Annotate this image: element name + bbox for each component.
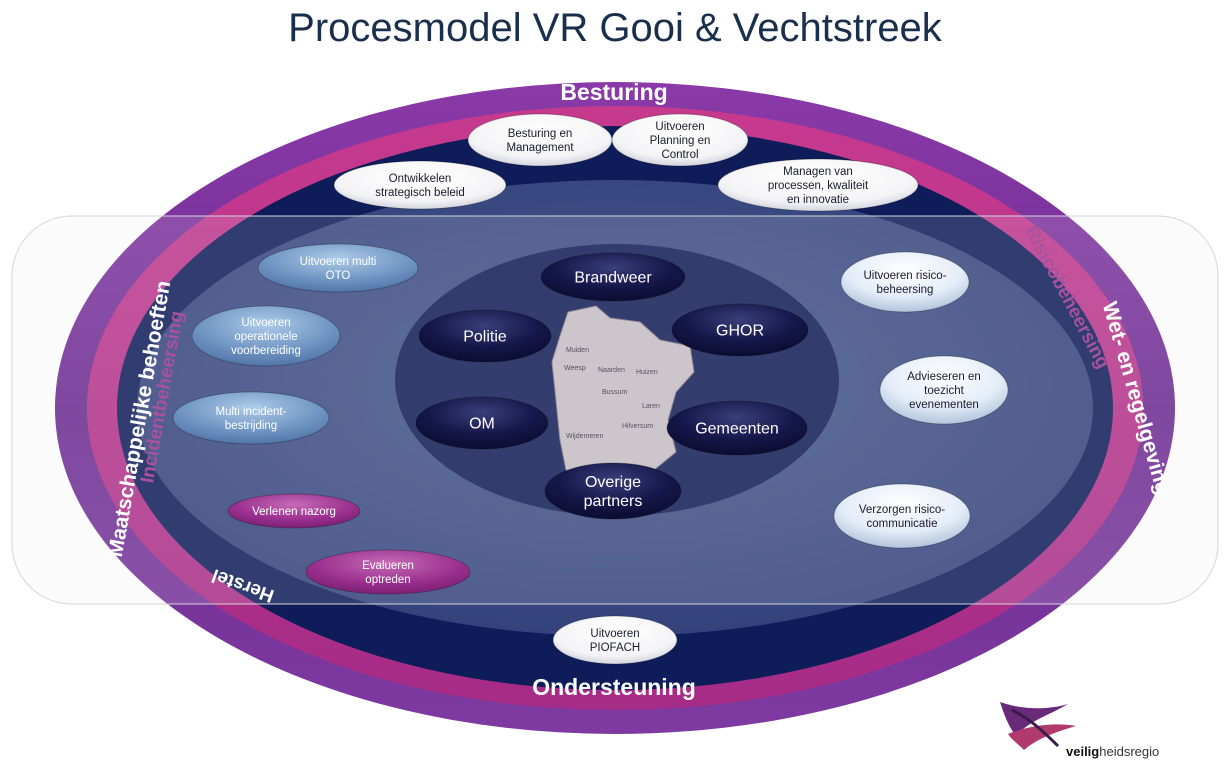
incident-oval-shape <box>191 305 341 367</box>
partner-oval-label: Gemeenten <box>695 421 779 438</box>
herstel-oval: Verlenen nazorg <box>227 493 361 529</box>
partner-oval-label: GHOR <box>716 323 764 340</box>
incident-oval-label: bestrijding <box>225 420 277 432</box>
risico-oval: Advieseren en toezicht evenementen <box>879 355 1009 425</box>
logo-swoosh-icon <box>1000 702 1068 736</box>
partner-oval-shape <box>418 309 552 363</box>
risico-oval-label: Advieseren en <box>907 371 981 383</box>
incident-oval-label: Uitvoeren <box>241 317 290 329</box>
besturing-oval-label: Control <box>661 149 698 161</box>
besturing-oval-label: processen, kwaliteit <box>768 180 869 192</box>
besturing-oval-label: Uitvoeren <box>655 121 704 133</box>
map-labels: Muiden Weesp Naarden Huizen Bussum Laren… <box>564 347 660 440</box>
logo-text: veiligheidsregio <box>1066 744 1159 759</box>
ring-label-ondersteuning: Ondersteuning <box>532 674 696 700</box>
region-map <box>551 305 695 479</box>
map-label-hilversum: Hilversum <box>622 423 653 430</box>
risico-oval-label: toezicht <box>924 385 964 397</box>
partner-oval: Gemeenten <box>666 400 808 456</box>
risico-oval-label: evenementen <box>909 399 979 411</box>
risico-oval-label: Uitvoeren risico- <box>863 270 946 282</box>
partner-oval-shape <box>544 462 682 520</box>
besturing-oval-label: Ontwikkelen <box>389 173 452 185</box>
besturing-oval-shape <box>611 113 749 167</box>
herstel-oval-shape <box>305 549 471 595</box>
map-label-wijdemeren: Wijdemeren <box>566 433 603 440</box>
besturing-oval: Ontwikkelen strategisch beleid <box>333 160 507 210</box>
incident-oval: Multi incident-bestrijding <box>172 391 330 445</box>
partner-oval-label: Politie <box>463 329 507 346</box>
partner-oval-label: Brandweer <box>574 270 652 287</box>
herstel-oval: Evalueren optreden <box>305 549 471 595</box>
incident-oval-label: Uitvoeren multi <box>300 256 377 268</box>
besturing-oval-shape <box>717 158 919 212</box>
incident-oval-label: OTO <box>326 270 351 282</box>
herstel-oval-shape <box>227 493 361 529</box>
ring-label-besturing: Besturing <box>560 79 667 105</box>
besturing-oval-label: Besturing en <box>508 128 573 140</box>
risico-oval-shape <box>840 251 970 313</box>
logo-text-rest: heidsregio <box>1099 744 1160 759</box>
map-label-bussum: Bussum <box>602 389 627 396</box>
herstel-oval-label: optreden <box>365 574 410 586</box>
partner-oval-shape <box>415 396 549 450</box>
risico-oval: Uitvoeren risico-beheersing <box>840 251 970 313</box>
risico-oval-label: beheersing <box>877 284 934 296</box>
partner-oval-shape <box>540 252 686 302</box>
logo-swoosh-icon-3 <box>1011 708 1060 748</box>
partner-oval-shape <box>671 303 809 357</box>
incident-oval-label: Multi incident- <box>216 406 287 418</box>
page-title: Procesmodel VR Gooi & Vechtstreek <box>288 6 942 50</box>
process-ovals: Besturing enManagementUitvoerenPlanning … <box>172 113 1009 665</box>
incident-oval-label: voorbereiding <box>231 345 301 357</box>
partner-oval-label: OM <box>469 416 495 433</box>
map-label-laren: Laren <box>642 403 660 410</box>
risico-oval: Verzorgen risico-communicatie <box>833 483 971 549</box>
besturing-oval-shape <box>333 160 507 210</box>
ondersteuning-oval-label: Uitvoeren <box>590 628 639 640</box>
incident-oval: Uitvoeren operationele voorbereiding <box>191 305 341 367</box>
partner-oval-shape <box>666 400 808 456</box>
besturing-oval-label: Planning en <box>650 135 711 147</box>
risico-oval-label: communicatie <box>867 518 938 530</box>
veiligheidsregio-logo <box>1000 702 1076 750</box>
partner-oval: Brandweer <box>540 252 686 302</box>
herstel-oval-label: Verlenen nazorg <box>252 506 336 518</box>
besturing-oval: Managen van processen, kwaliteit en innova… <box>717 158 919 212</box>
logo-swoosh-icon-2 <box>1008 724 1076 750</box>
herstel-oval-label: Evalueren <box>362 560 414 572</box>
ondersteuning-oval-label: PIOFACH <box>590 642 640 654</box>
partner-oval: GHOR <box>671 303 809 357</box>
incident-oval-shape <box>172 391 330 445</box>
besturing-oval-label: Management <box>506 142 574 154</box>
besturing-oval-label: Managen van <box>783 166 853 178</box>
logo-text-bold: veilig <box>1066 744 1100 759</box>
partner-oval: Politie <box>418 309 552 363</box>
besturing-oval-label: en innovatie <box>787 194 849 206</box>
map-label-weesp: Weesp <box>564 365 586 372</box>
ondersteuning-oval-shape <box>552 615 678 665</box>
map-label-huizen: Huizen <box>636 369 658 376</box>
partner-oval: OM <box>415 396 549 450</box>
map-label-naarden: Naarden <box>598 367 625 374</box>
map-label-muiden: Muiden <box>566 347 589 354</box>
partner-oval-label: Overige <box>585 474 641 491</box>
risico-oval-shape <box>833 483 971 549</box>
besturing-oval: Besturing en Management <box>467 113 613 167</box>
partner-oval: Overige partners <box>544 462 682 520</box>
incident-oval-label: operationele <box>234 331 297 343</box>
risico-oval-shape <box>879 355 1009 425</box>
partner-oval-label: partners <box>584 493 643 510</box>
besturing-oval-label: strategisch beleid <box>375 187 465 199</box>
incident-oval-shape <box>257 243 419 293</box>
risico-oval-label: Verzorgen risico- <box>859 504 945 516</box>
